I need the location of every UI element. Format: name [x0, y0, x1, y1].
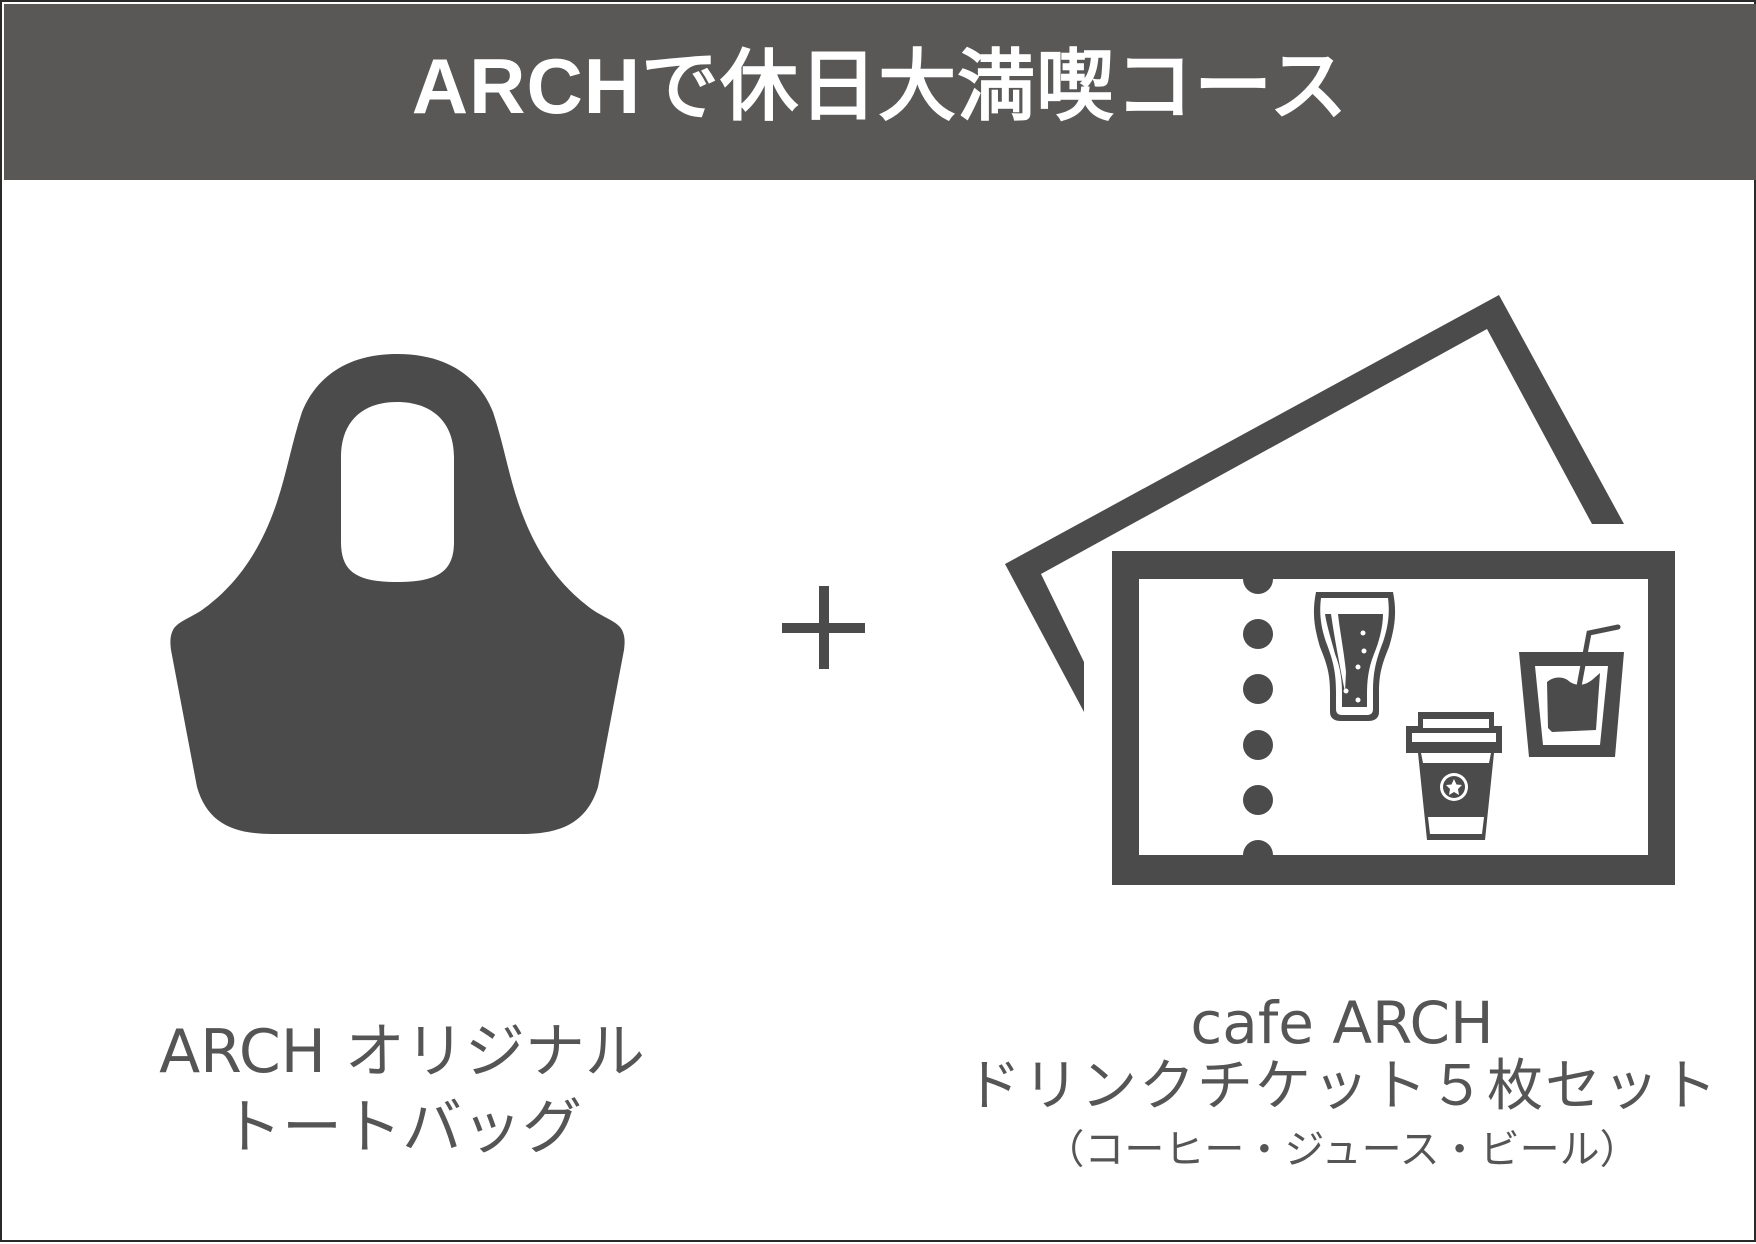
- beer-glass-icon: [1313, 592, 1396, 721]
- tickets-caption-line-1: cafe ARCH: [1190, 989, 1494, 1057]
- tote-bag-caption-line-1: ARCH オリジナル: [159, 1017, 645, 1087]
- tickets-caption-line-3: （コーヒー・ジュース・ビール）: [1044, 1127, 1640, 1173]
- back-ticket-outline: [1005, 295, 1624, 712]
- perforation-dots: [1243, 564, 1273, 870]
- tote-bag-caption-line-2: トートバッグ: [222, 1093, 582, 1163]
- header-banner: ARCHで休日大満喫コース: [4, 4, 1756, 180]
- coffee-cup-icon: [1406, 712, 1502, 840]
- tickets-caption-line-2: ドリンクチケット５枚セット: [965, 1054, 1719, 1119]
- juice-cup-icon: [1519, 624, 1624, 757]
- page-title: ARCHで休日大満喫コース: [411, 42, 1349, 130]
